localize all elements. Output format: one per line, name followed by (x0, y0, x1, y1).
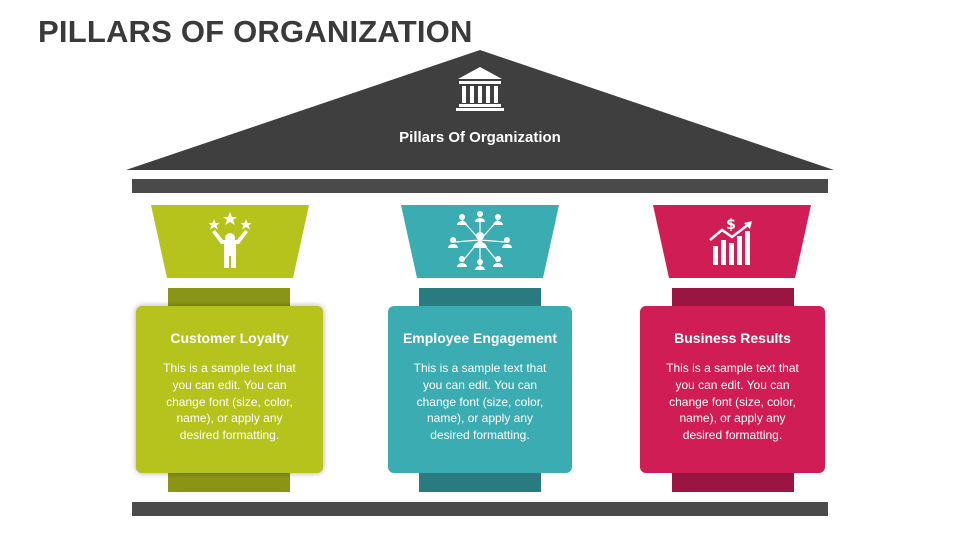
pillar-card-customer-loyalty: Customer Loyalty This is a sample text t… (136, 306, 323, 473)
top-beam (132, 179, 828, 193)
pillar-title: Business Results (674, 330, 791, 346)
roof-label: Pillars Of Organization (399, 129, 561, 146)
person-stars-icon (208, 212, 252, 268)
pillar-title: Customer Loyalty (170, 330, 289, 346)
base-beam (132, 502, 828, 516)
pillar-text: This is a sample text that you can edit.… (413, 361, 547, 443)
pillar-capital-3 (653, 205, 811, 278)
pillar-title: Employee Engagement (402, 330, 558, 346)
pillar-card-business-results: Business Results This is a sample text t… (640, 306, 825, 473)
pillar-building-icon (456, 67, 504, 111)
people-network-icon (448, 211, 512, 270)
svg-text:$: $ (726, 217, 736, 233)
pillar-text: This is a sample text that you can edit.… (666, 361, 799, 443)
pillar-text: This is a sample text that you can edit.… (163, 361, 296, 443)
pillar-card-employee-engagement: Employee Engagement This is a sample tex… (388, 306, 572, 473)
growth-chart-dollar-icon: $ (709, 217, 752, 265)
page-title: PILLARS OF ORGANIZATION (38, 14, 473, 49)
